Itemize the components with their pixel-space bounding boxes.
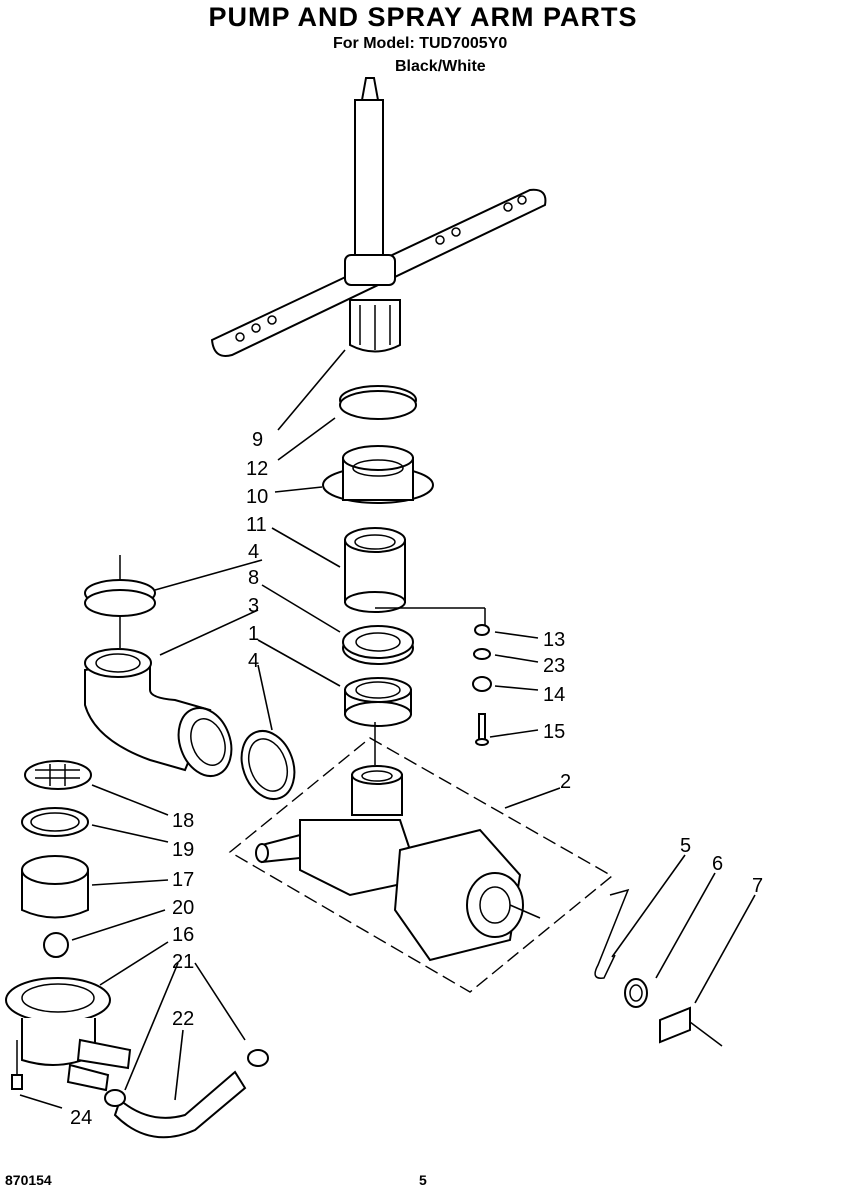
- callout-10: 10: [246, 486, 268, 508]
- flange-part: [322, 445, 434, 504]
- small-hardware-parts: [472, 624, 492, 746]
- callout-21: 21: [172, 951, 194, 973]
- seal-part: [342, 625, 414, 665]
- callout-15: 15: [543, 721, 565, 743]
- callout-1: 1: [248, 623, 259, 645]
- callout-labels: 9 12 10 11 4 8 3 1 4 13 23 14 15 2 5 6 7…: [70, 429, 763, 1129]
- filter-cup-part: [21, 855, 89, 919]
- callout-7: 7: [752, 875, 763, 897]
- callout-19: 19: [172, 839, 194, 861]
- callout-9: 9: [252, 429, 263, 451]
- pump-motor-part: [255, 765, 541, 962]
- plate-part: [659, 1006, 691, 1044]
- clamp-lower-part: [240, 730, 296, 800]
- callout-12: 12: [246, 458, 268, 480]
- gasket-part: [344, 677, 412, 727]
- screw-part: [11, 1074, 23, 1090]
- color-line: Black/White: [395, 58, 486, 75]
- callout-16: 16: [172, 924, 194, 946]
- callout-4b: 4: [248, 650, 259, 672]
- hose-clamp-part: [247, 1049, 269, 1067]
- drain-hose-part: [113, 1070, 247, 1139]
- spray-arm-part: [210, 77, 547, 357]
- callout-23: 23: [543, 655, 565, 677]
- callout-6: 6: [712, 853, 723, 875]
- callout-18: 18: [172, 810, 194, 832]
- clip-part: [594, 888, 630, 979]
- callout-11: 11: [246, 514, 267, 536]
- callout-5: 5: [680, 835, 691, 857]
- elbow-hose-part: [84, 648, 233, 777]
- callout-2: 2: [560, 771, 571, 793]
- callout-20: 20: [172, 897, 194, 919]
- callout-24: 24: [70, 1107, 92, 1129]
- clamp-upper-part: [84, 555, 156, 648]
- leader-lines: [19, 349, 756, 1109]
- callout-3: 3: [248, 595, 259, 617]
- screen-ring-part: [21, 807, 89, 837]
- filter-screen-part: [24, 760, 92, 790]
- ring-part: [339, 385, 417, 420]
- doc-number: 870154: [5, 1172, 52, 1188]
- callout-22: 22: [172, 1008, 194, 1030]
- page-number: 5: [419, 1172, 427, 1188]
- plug-part: [624, 978, 648, 1008]
- callout-4a: 4: [248, 541, 259, 563]
- hose-clamp-part: [104, 1089, 126, 1107]
- callout-17: 17: [172, 869, 194, 891]
- sump-part: [5, 977, 132, 1092]
- callout-13: 13: [543, 629, 565, 651]
- ball-part: [43, 932, 69, 958]
- callout-14: 14: [543, 684, 565, 706]
- model-line: For Model: TUD7005Y0: [333, 35, 508, 52]
- page-title: PUMP AND SPRAY ARM PARTS: [208, 2, 638, 32]
- cup-part: [344, 527, 406, 613]
- callout-8: 8: [248, 567, 259, 589]
